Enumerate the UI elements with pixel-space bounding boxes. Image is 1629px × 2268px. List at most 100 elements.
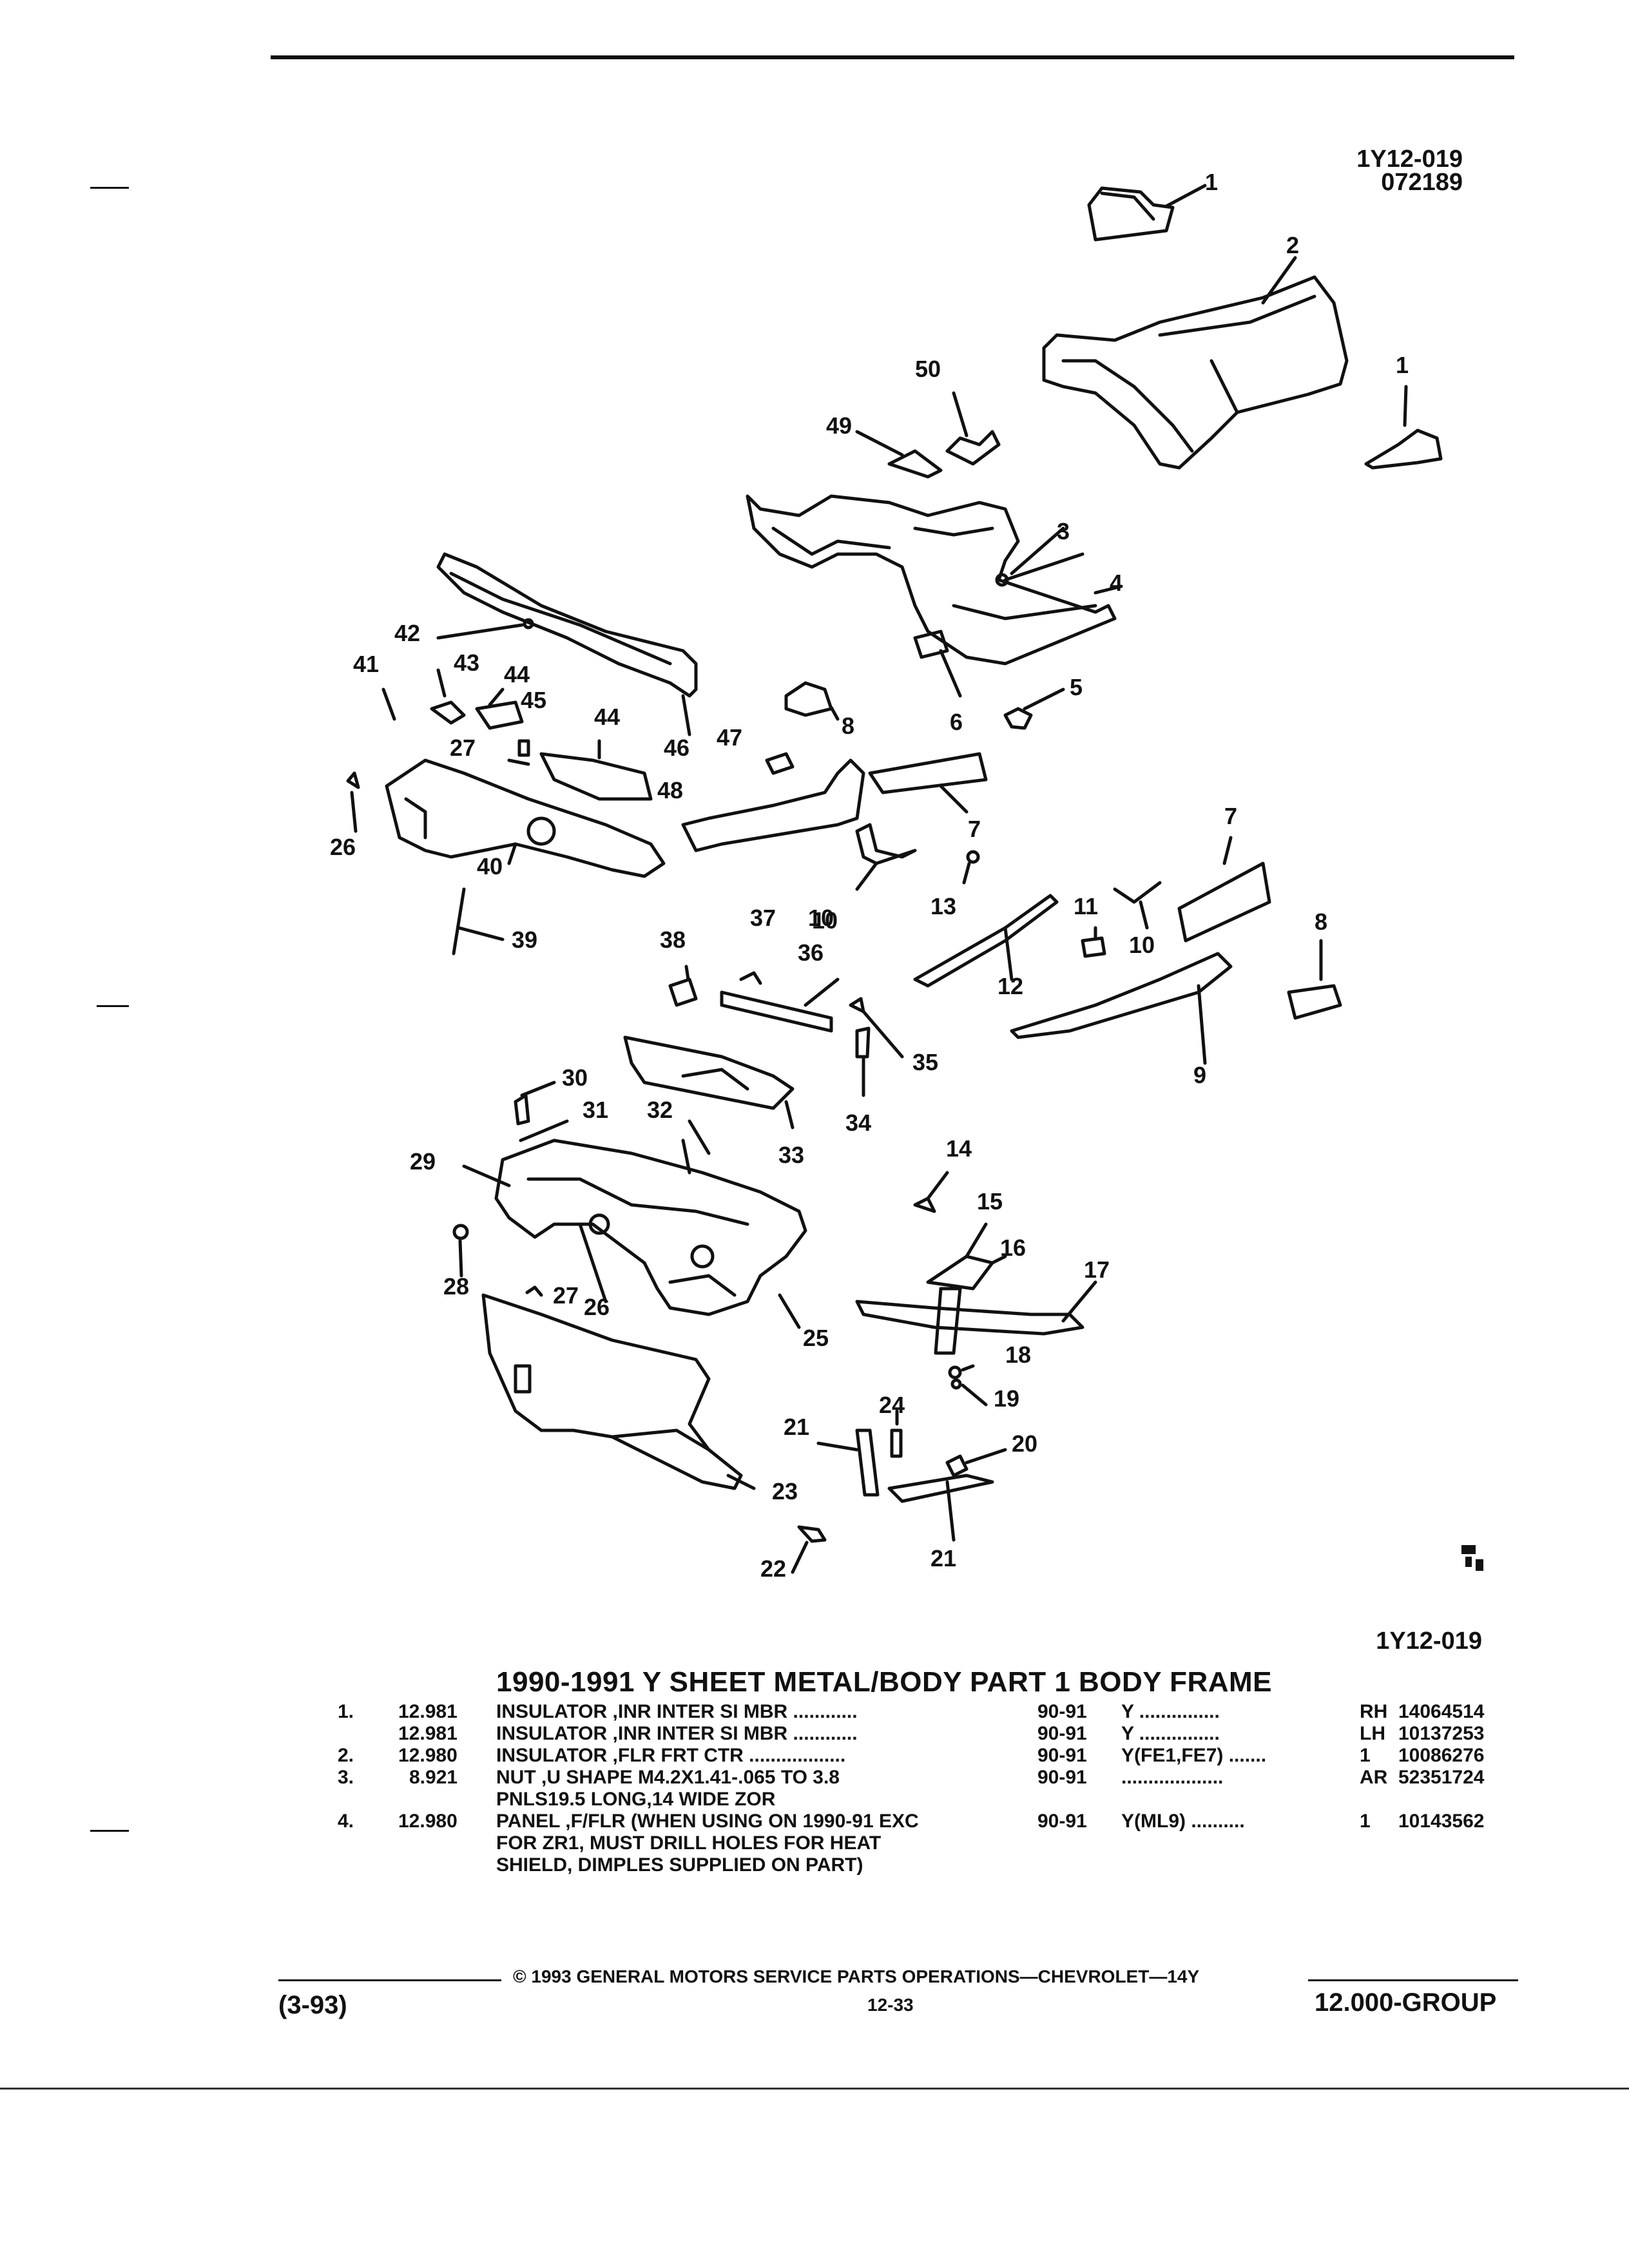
part-2-floor-insulator: [1042, 275, 1349, 470]
callout-number: 19: [994, 1385, 1020, 1412]
part-4-floor-panel: [746, 494, 1117, 666]
callout-number: 11: [1074, 893, 1099, 919]
part-description: NUT ,U SHAPE M4.2X1.41-.065 TO 3.8: [496, 1767, 840, 1788]
series-code: Y ...............: [1121, 1723, 1220, 1744]
callout-number: 25: [803, 1325, 829, 1351]
callout-number: 20: [1012, 1430, 1038, 1457]
callout-number: 2: [1286, 232, 1300, 258]
callout-number: 42: [394, 620, 421, 646]
parts-table-row: 1. 12.981 INSULATOR ,INR INTER SI MBR ....…: [0, 1701, 1629, 1723]
callout-number: 1: [1205, 169, 1219, 195]
illustration-code: 1Y12-019: [1356, 146, 1463, 173]
item-number: 4.: [338, 1811, 354, 1832]
group-number: 12.980: [398, 1745, 458, 1766]
item-number: 2.: [338, 1745, 354, 1766]
part-25-dash-assembly: [494, 1139, 807, 1316]
part-9-rail: [1010, 952, 1233, 1039]
callout-number: 47: [717, 724, 743, 751]
callout-number: 49: [826, 412, 853, 439]
callout-number: 7: [1224, 803, 1238, 829]
callout-number: 31: [583, 1097, 609, 1123]
page-number: 12-33: [867, 1995, 914, 2015]
top-rule: [271, 55, 1514, 59]
part-description: INSULATOR ,INR INTER SI MBR ............: [496, 1723, 858, 1744]
part-number: 10137253: [1398, 1723, 1485, 1744]
callout-number: 17: [1084, 1256, 1110, 1283]
callout-number: 7: [968, 816, 981, 842]
figure-code: 1Y12-019: [1376, 1628, 1482, 1655]
callout-number: 24: [879, 1392, 905, 1418]
callout-number: 10: [1129, 932, 1155, 958]
quantity: RH: [1360, 1701, 1388, 1722]
series-code: Y ...............: [1121, 1701, 1220, 1722]
parts-table-row: 12.981 INSULATOR ,INR INTER SI MBR ......…: [0, 1723, 1629, 1745]
callout-number: 8: [1315, 908, 1328, 935]
callout-number: 3: [1057, 518, 1070, 544]
quantity: 1: [1360, 1745, 1371, 1766]
item-number: 1.: [338, 1701, 354, 1722]
callout-number: 40: [477, 853, 503, 879]
callout-number: 10: [808, 905, 834, 931]
footer-group: 12.000-GROUP: [1315, 1988, 1497, 2017]
item-number: 3.: [338, 1767, 354, 1788]
callout-number: 8: [842, 713, 855, 739]
series-code: Y(FE1,FE7) .......: [1121, 1745, 1267, 1766]
callout-number: 21: [930, 1545, 957, 1571]
callout-number: 46: [664, 735, 690, 761]
part-1-insulator-rh: [1087, 186, 1175, 242]
callout-number: 14: [946, 1135, 972, 1162]
callout-number: 43: [454, 649, 480, 676]
margin-mark: [90, 187, 129, 189]
copyright-line: © 1993 GENERAL MOTORS SERVICE PARTS OPER…: [513, 1966, 1200, 1986]
part-7-panel: [868, 752, 988, 794]
part-description-cont: SHIELD, DIMPLES SUPPLIED ON PART): [496, 1854, 863, 1876]
series-code: ...................: [1121, 1767, 1224, 1788]
callout-number: 45: [521, 687, 547, 713]
model-years: 90-91: [1037, 1723, 1087, 1744]
parts-table-row: 2. 12.980 INSULATOR ,FLR FRT CTR .........…: [0, 1745, 1629, 1767]
part-description-cont: FOR ZR1, MUST DRILL HOLES FOR HEAT: [496, 1832, 882, 1854]
callout-number: 30: [562, 1064, 588, 1091]
part-description: INSULATOR ,INR INTER SI MBR ............: [496, 1701, 858, 1722]
callout-number: 48: [657, 777, 684, 803]
part-number: 10143562: [1398, 1811, 1485, 1832]
quantity: AR: [1360, 1767, 1388, 1788]
callout-number: 41: [353, 651, 380, 677]
part-number: 14064514: [1398, 1701, 1485, 1722]
quantity: LH: [1360, 1723, 1385, 1744]
callout-number: 6: [950, 709, 963, 735]
callout-number: 37: [750, 905, 776, 931]
footer-rule-left: [278, 1979, 501, 1981]
callout-number: 26: [330, 834, 356, 860]
callout-number: 34: [845, 1110, 872, 1136]
section-title: 1990-1991 Y SHEET METAL/BODY PART 1 BODY…: [496, 1666, 1272, 1698]
group-number: 12.981: [398, 1723, 458, 1744]
callout-number: 15: [977, 1188, 1003, 1215]
model-years: 90-91: [1037, 1745, 1087, 1766]
part-23-panel: [481, 1293, 743, 1490]
group-number: 12.981: [398, 1701, 458, 1722]
footer-rule-right: [1308, 1979, 1518, 1981]
callout-number: 33: [778, 1142, 805, 1168]
callout-number: 36: [798, 939, 824, 966]
callout-number: 29: [410, 1148, 436, 1175]
callout-number: 32: [647, 1097, 673, 1123]
model-years: 90-91: [1037, 1811, 1087, 1832]
callout-number: 23: [772, 1478, 798, 1504]
part-description: INSULATOR ,FLR FRT CTR .................…: [496, 1745, 846, 1766]
part-48-rail: [681, 758, 865, 852]
part-number: 10086276: [1398, 1745, 1485, 1766]
part-17-crossmember: [855, 1300, 1084, 1336]
callout-number: 27: [450, 735, 476, 761]
callout-number: 10: [812, 907, 838, 934]
callout-number: 50: [915, 356, 941, 382]
cu-logo-mark: [1461, 1545, 1483, 1571]
callout-number: 22: [760, 1555, 787, 1582]
callout-number: 26: [584, 1294, 610, 1320]
margin-mark: [97, 1005, 129, 1007]
group-number: 12.980: [398, 1811, 458, 1832]
callout-number: 38: [660, 927, 686, 953]
callout-number: 28: [443, 1273, 470, 1300]
